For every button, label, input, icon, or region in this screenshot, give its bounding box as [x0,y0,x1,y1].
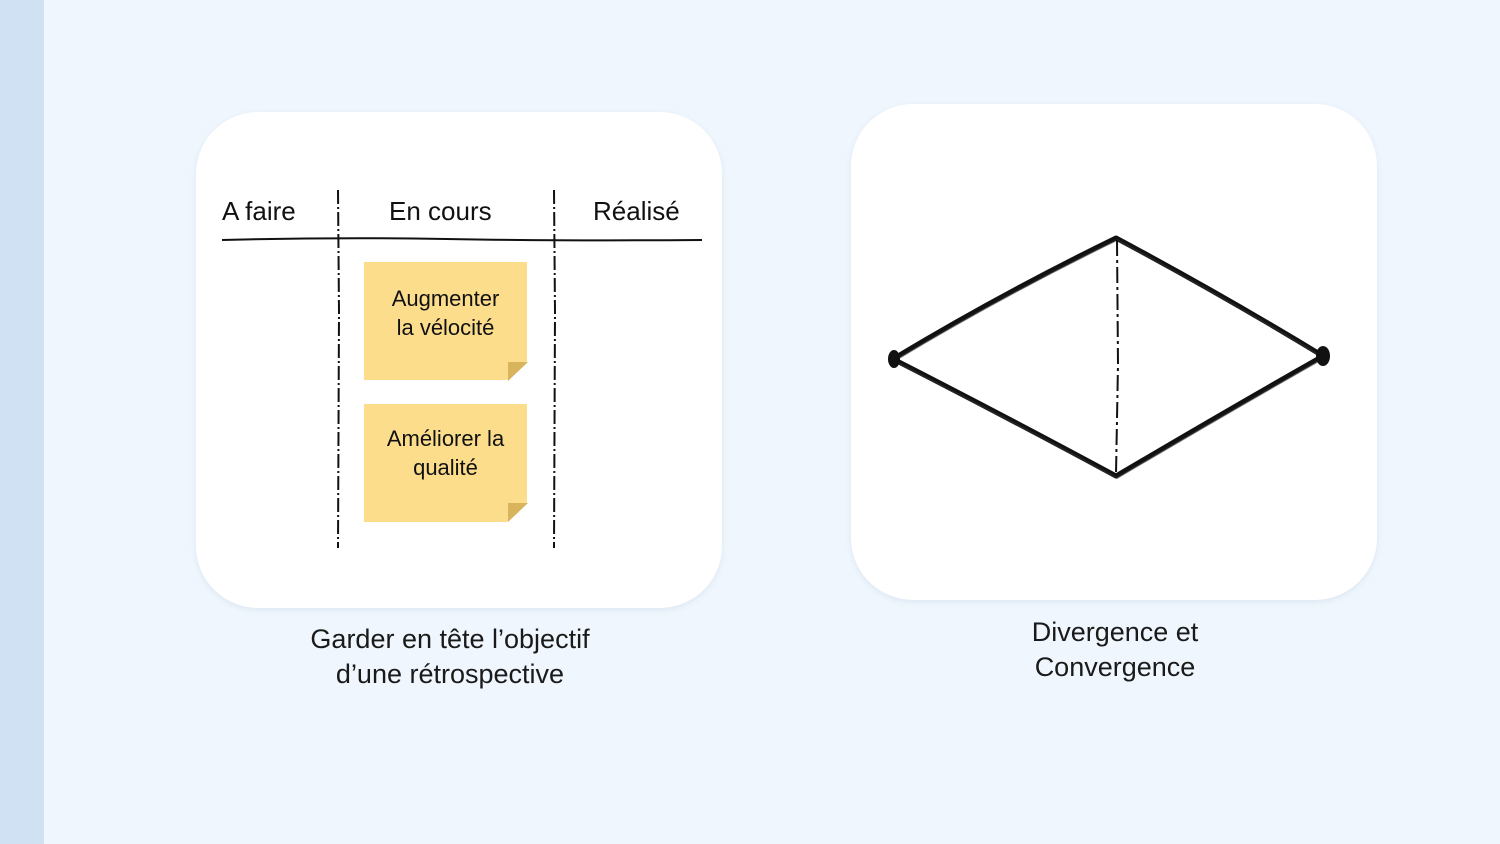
kanban-card: A faire En cours Réalisé Augmenter la vé… [196,112,722,608]
column-header-todo: A faire [222,196,296,226]
diamond-caption: Divergence et Convergence [1031,617,1199,682]
sticky-note: Améliorer la qualité [364,404,527,522]
diamond-card [851,104,1377,600]
diamond-sketch [888,235,1330,480]
kanban-caption: Garder en tête l’objectif d’une rétrospe… [310,624,590,689]
side-strip [0,0,44,844]
sticky-note-text: Améliorer la qualité [386,426,505,480]
kanban-grid-lines [221,189,703,549]
header-line [221,237,703,242]
diamond-outline-texture [891,238,1326,480]
diamond-midline [1115,239,1120,475]
column-divider-2 [553,189,557,549]
diamond-right-tip [1316,346,1330,366]
column-header-done: Réalisé [593,196,680,226]
sticky-note: Augmenter la vélocité [364,262,527,380]
diamond-left-tip [888,350,900,368]
diamond-outline [890,235,1326,479]
column-divider-1 [337,189,341,549]
column-header-in-progress: En cours [389,196,492,226]
sticky-note-text: Augmenter la vélocité [391,286,500,340]
